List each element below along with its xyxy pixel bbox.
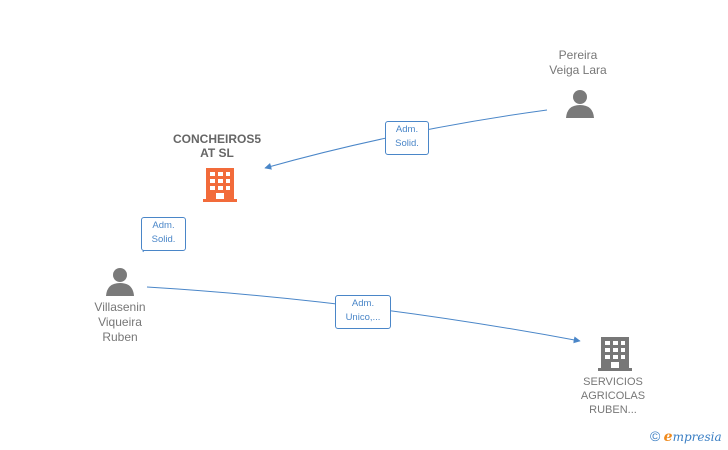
edge-label-villasenin-concheiros[interactable]: Adm. Solid.	[141, 217, 186, 251]
edge-label-pereira-concheiros[interactable]: Adm. Solid.	[385, 121, 429, 155]
node-label-servicios: SERVICIOS AGRICOLAS RUBEN...	[580, 376, 646, 416]
person-icon[interactable]	[565, 88, 595, 118]
building-icon[interactable]	[598, 335, 632, 371]
person-icon[interactable]	[105, 266, 135, 296]
node-label-concheiros: CONCHEIROS5 AT SL	[172, 132, 261, 160]
edge-label-villasenin-servicios[interactable]: Adm. Unico,...	[335, 295, 391, 329]
node-label-villasenin: Villasenin Viqueira Ruben	[94, 300, 146, 344]
building-icon[interactable]	[203, 166, 237, 202]
node-label-pereira: Pereira Veiga Lara	[549, 48, 607, 77]
copyright-icon: ©	[650, 428, 661, 444]
empresia-logo: © empresia	[650, 428, 722, 445]
